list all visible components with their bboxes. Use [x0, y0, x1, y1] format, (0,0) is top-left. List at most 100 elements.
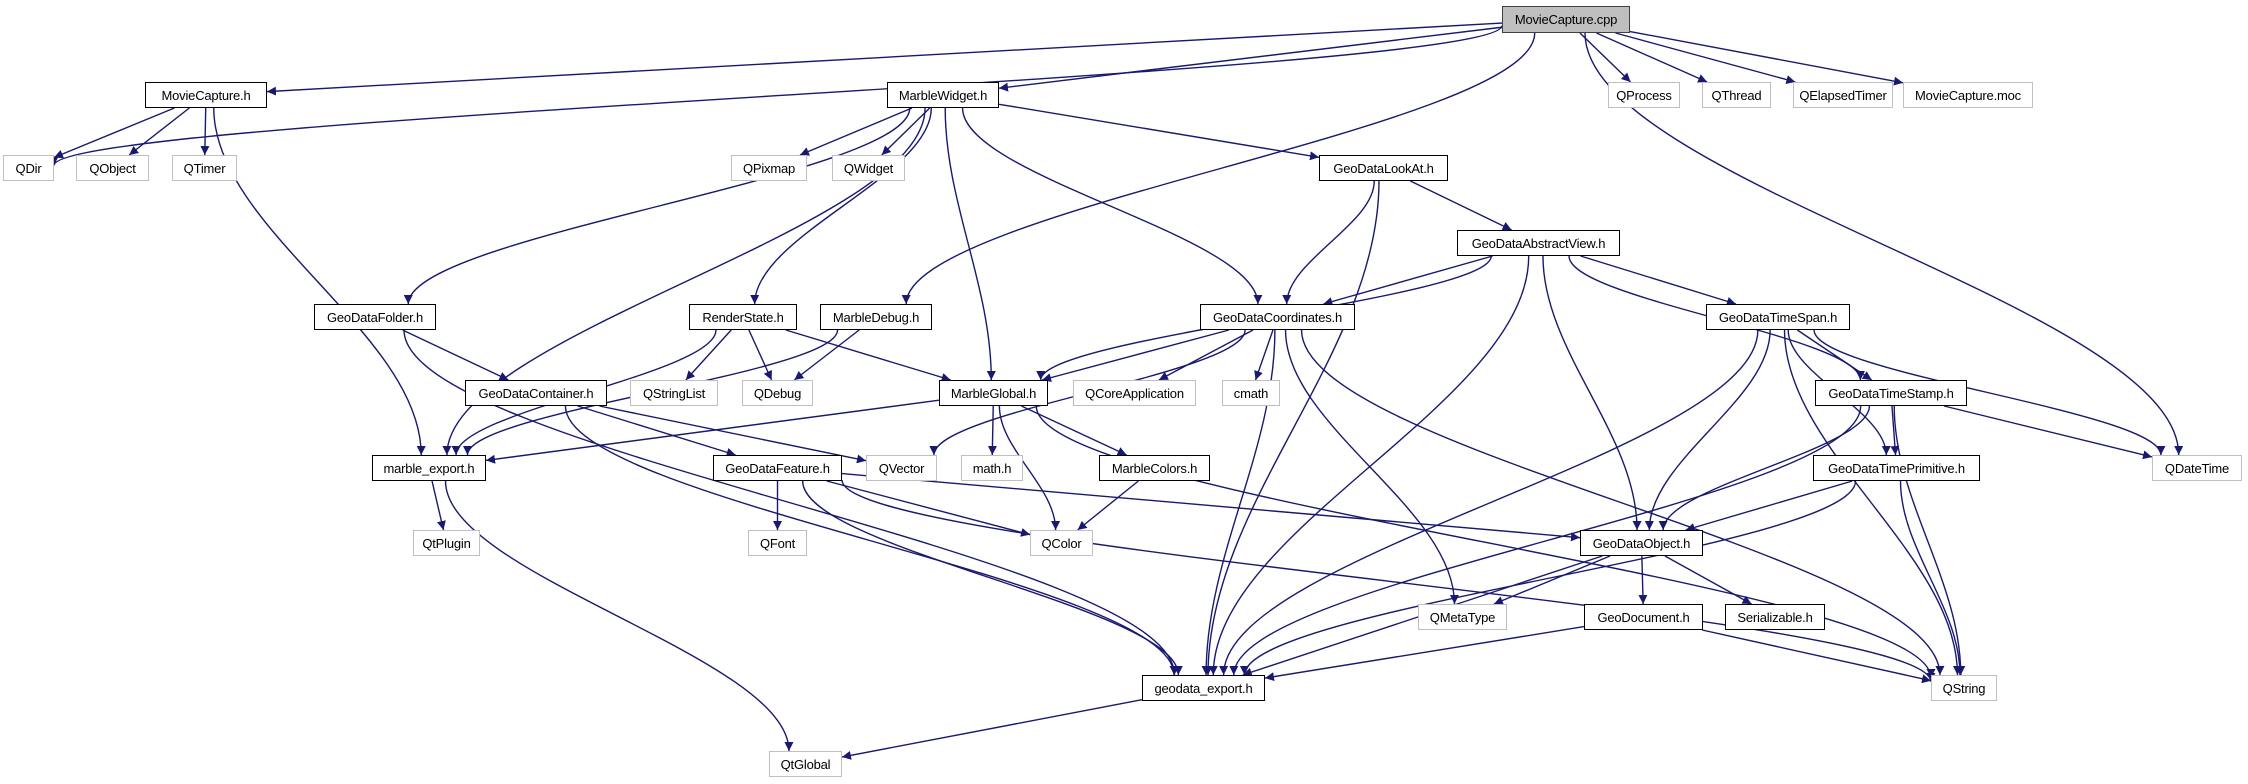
- node-geodatafeature-h[interactable]: GeoDataFeature.h: [713, 455, 842, 481]
- node-label: GeoDataFolder.h: [326, 309, 423, 325]
- node-geodatatimespan-h[interactable]: GeoDataTimeSpan.h: [1706, 304, 1850, 330]
- node-moviecapture-cpp[interactable]: MovieCapture.cpp: [1502, 6, 1630, 33]
- node-geodataobject-h[interactable]: GeoDataObject.h: [1580, 530, 1703, 556]
- node-label: QDateTime: [2164, 460, 2230, 476]
- edge-moviecapture-h-to-qdir: [53, 107, 175, 159]
- node-label: QStringList: [642, 385, 706, 401]
- edge-moviecapture-cpp-to-qdir: [49, 25, 1503, 166]
- edge-geodataobject-h-to-serializable-h: [1664, 555, 1752, 605]
- node-geodata-export-h[interactable]: geodata_export.h: [1142, 675, 1265, 701]
- node-moviecapture-moc[interactable]: MovieCapture.moc: [1903, 82, 2033, 108]
- node-geodatatimestamp-h[interactable]: GeoDataTimeStamp.h: [1815, 380, 1967, 406]
- edge-geodatatimeprimitive-h-to-qstring: [1899, 480, 1965, 676]
- edge-geodatatimestamp-h-to-geodataobject-h: [1658, 405, 1871, 531]
- node-label: GeoDataTimeStamp.h: [1828, 385, 1954, 401]
- node-marble-export-h[interactable]: marble_export.h: [372, 455, 486, 481]
- node-qvector[interactable]: QVector: [866, 455, 937, 481]
- edge-renderstate-h-to-qstringlist: [685, 329, 732, 381]
- node-label: GeoDataTimeSpan.h: [1718, 309, 1838, 325]
- node-geodataabstractview-h[interactable]: GeoDataAbstractView.h: [1457, 230, 1620, 256]
- edge-geodatatimestamp-h-to-qdatetime: [1943, 405, 2153, 460]
- node-qelapsedtimer[interactable]: QElapsedTimer: [1793, 82, 1893, 108]
- edge-marblewidget-h-to-marbleglobal-h: [944, 107, 996, 381]
- node-marbledebug-h[interactable]: MarbleDebug.h: [820, 304, 932, 330]
- edge-marblewidget-h-to-geodatalookat-h: [998, 103, 1320, 161]
- node-qfont[interactable]: QFont: [748, 530, 807, 556]
- node-qdatetime[interactable]: QDateTime: [2152, 455, 2242, 481]
- node-label: MarbleWidget.h: [898, 87, 988, 103]
- node-renderstate-h[interactable]: RenderState.h: [689, 304, 797, 330]
- node-qstring[interactable]: QString: [1931, 675, 1997, 701]
- edge-geodataabstractview-h-to-geodata-export-h: [1208, 255, 1530, 676]
- edge-geodataobject-h-to-geodocument-h: [1638, 555, 1648, 605]
- edge-geodataabstractview-h-to-geodatatimespan-h: [1580, 255, 1737, 306]
- edge-marbleglobal-h-to-math-h: [987, 405, 997, 456]
- node-marblewidget-h[interactable]: MarbleWidget.h: [887, 82, 999, 108]
- node-qcolor[interactable]: QColor: [1030, 530, 1093, 556]
- node-qobject[interactable]: QObject: [76, 155, 149, 181]
- node-geodocument-h[interactable]: GeoDocument.h: [1584, 604, 1703, 630]
- node-moviecapture-h[interactable]: MovieCapture.h: [145, 82, 267, 108]
- edge-geodataabstractview-h-to-geodatacoordinates-h: [1323, 255, 1493, 306]
- edge-geodataobject-h-to-qmetatype: [1493, 555, 1611, 605]
- node-math-h[interactable]: math.h: [961, 455, 1023, 481]
- edge-marble-export-h-to-qtglobal: [444, 480, 794, 752]
- edge-geodatatimespan-h-to-geodataobject-h: [1644, 329, 1771, 531]
- edge-geodatafeature-h-to-geodata-export-h: [801, 480, 1183, 676]
- node-geodatatimeprimitive-h[interactable]: GeoDataTimePrimitive.h: [1813, 455, 1980, 481]
- node-qmetatype[interactable]: QMetaType: [1418, 604, 1507, 630]
- node-label: GeoDataFeature.h: [725, 460, 830, 476]
- node-label: MarbleGlobal.h: [950, 385, 1037, 401]
- node-qtplugin[interactable]: QtPlugin: [413, 530, 480, 556]
- node-label: QtPlugin: [422, 535, 471, 551]
- node-label: geodata_export.h: [1154, 680, 1253, 696]
- edge-moviecapture-cpp-to-moviecapture-moc: [1629, 30, 1904, 86]
- node-qcoreapplication[interactable]: QCoreApplication: [1073, 380, 1196, 406]
- node-qstringlist[interactable]: QStringList: [630, 380, 718, 406]
- edges-layer: [49, 22, 2184, 760]
- node-marblecolors-h[interactable]: MarbleColors.h: [1099, 455, 1210, 481]
- node-qprocess[interactable]: QProcess: [1608, 82, 1680, 108]
- edge-geodatacontainer-h-to-geodatafeature-h: [577, 405, 736, 457]
- node-label: marble_export.h: [383, 460, 475, 476]
- node-label: QWidget: [843, 160, 894, 176]
- edge-marbleglobal-h-to-marblecolors-h: [1021, 405, 1127, 456]
- node-geodatacontainer-h[interactable]: GeoDataContainer.h: [465, 380, 607, 406]
- node-qdebug[interactable]: QDebug: [742, 380, 813, 406]
- edge-marble-export-h-to-qtplugin: [431, 480, 446, 531]
- node-label: QDebug: [753, 385, 802, 401]
- node-label: MovieCapture.h: [161, 87, 251, 103]
- edge-geodatalookat-h-to-geodataabstractview-h: [1410, 180, 1512, 231]
- node-label: GeoDataContainer.h: [478, 385, 594, 401]
- node-label: MarbleDebug.h: [832, 309, 920, 325]
- edge-marbleglobal-h-to-qcolor: [998, 405, 1061, 531]
- node-serializable-h[interactable]: Serializable.h: [1725, 604, 1825, 630]
- node-label: GeoDataLookAt.h: [1333, 160, 1434, 176]
- edge-moviecapture-cpp-to-moviecapture-h: [266, 22, 1503, 96]
- node-geodatalookat-h[interactable]: GeoDataLookAt.h: [1319, 155, 1448, 181]
- edge-moviecapture-cpp-to-marbledebug-h: [901, 32, 1536, 305]
- node-qwidget[interactable]: QWidget: [832, 155, 905, 181]
- node-label: QThread: [1711, 87, 1762, 103]
- node-label: QPixmap: [742, 160, 796, 176]
- edge-moviecapture-cpp-to-qthread: [1596, 32, 1708, 83]
- node-marbleglobal-h[interactable]: MarbleGlobal.h: [939, 380, 1048, 406]
- node-cmath[interactable]: cmath: [1222, 380, 1280, 406]
- node-label: math.h: [972, 460, 1012, 476]
- node-qthread[interactable]: QThread: [1702, 82, 1771, 108]
- edge-renderstate-h-to-marbleglobal-h: [785, 329, 951, 382]
- edge-geodatacoordinates-h-to-marbleglobal-h: [1041, 329, 1230, 383]
- node-qtglobal[interactable]: QtGlobal: [769, 751, 842, 777]
- node-qpixmap[interactable]: QPixmap: [731, 155, 807, 181]
- node-geodatacoordinates-h[interactable]: GeoDataCoordinates.h: [1200, 304, 1355, 330]
- node-qtimer[interactable]: QTimer: [172, 155, 237, 181]
- edge-geodatacoordinates-h-to-qstring: [1300, 329, 1945, 676]
- edge-marblecolors-h-to-qcolor: [1077, 480, 1139, 531]
- edge-geodatatimeprimitive-h-to-geodataobject-h: [1685, 480, 1853, 532]
- edge-geodatatimespan-h-to-geodata-export-h: [1219, 329, 1759, 676]
- node-geodatafolder-h[interactable]: GeoDataFolder.h: [314, 304, 436, 330]
- node-qdir[interactable]: QDir: [3, 155, 54, 181]
- edge-marblewidget-h-to-renderstate-h: [750, 107, 932, 305]
- edge-marblewidget-h-to-qpixmap: [799, 107, 913, 156]
